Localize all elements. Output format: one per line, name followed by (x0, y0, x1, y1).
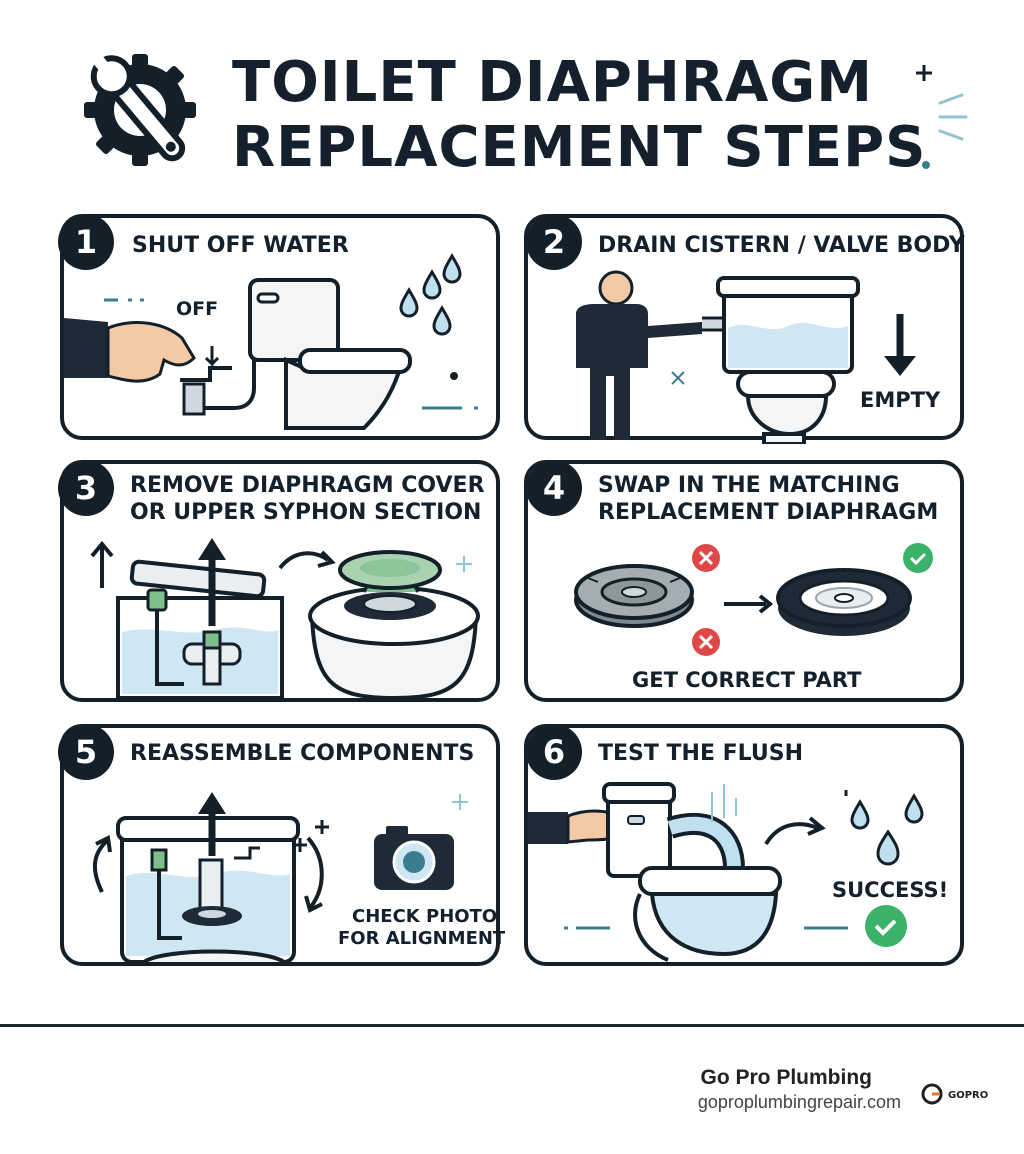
step-6-badge: 6 (526, 724, 582, 780)
remove-cover-illustration (90, 538, 480, 701)
correct-part-label: GET CORRECT PART (632, 668, 862, 692)
footer-divider (0, 1024, 1024, 1027)
swap-diaphragm-illustration (574, 543, 933, 656)
step-1-card: OFF (60, 214, 500, 440)
title-area: TOILET DIAPHRAGM REPLACEMENT STEPS (0, 0, 1024, 200)
step-4-title-line2: REPLACEMENT DIAPHRAGM (598, 500, 939, 525)
logo-text: GOPRO (948, 1090, 988, 1101)
step-1-title: SHUT OFF WATER (132, 233, 349, 258)
drain-cistern-illustration (576, 270, 916, 444)
step-3-title-line1: REMOVE DIAPHRAGM COVER (130, 473, 485, 498)
footer-brand: Go Pro Plumbing (700, 1066, 873, 1089)
logo-mark-icon: GOPRO (921, 1083, 988, 1105)
empty-label: EMPTY (860, 388, 941, 412)
alignment-label: FOR ALIGNMENT (338, 928, 506, 949)
step-3-title-line2: OR UPPER SYPHON SECTION (130, 500, 482, 525)
gopro-logo: GOPRO (920, 1080, 1004, 1108)
step-3-badge: 3 (58, 460, 114, 516)
test-flush-illustration (528, 782, 924, 962)
step-5-title: REASSEMBLE COMPONENTS (130, 741, 475, 766)
step-6-title: TEST THE FLUSH (598, 741, 804, 766)
off-label: OFF (176, 298, 219, 320)
step-6-card: SUCCESS! (524, 724, 964, 966)
gear-wrench-icon (84, 54, 196, 166)
footer-site-link[interactable]: goproplumbingrepair.com (697, 1092, 901, 1112)
page-title-line1: TOILET DIAPHRAGM (232, 50, 873, 115)
step-4-card: GET CORRECT PART (524, 460, 964, 702)
shutoff-valve-illustration (64, 253, 478, 430)
page-title-line2: REPLACEMENT STEPS (232, 115, 927, 180)
step-4-badge: 4 (526, 460, 582, 516)
check-photo-label: CHECK PHOTO (352, 906, 498, 927)
step-1-badge: 1 (58, 214, 114, 270)
sparkle-decoration (916, 65, 968, 169)
step-4-title-line1: SWAP IN THE MATCHING (598, 473, 900, 498)
step-2-card: EMPTY (524, 214, 964, 444)
step-5-card: CHECK PHOTO FOR ALIGNMENT (60, 724, 505, 966)
step-2-title: DRAIN CISTERN / VALVE BODY (598, 233, 965, 258)
step-3-card (60, 460, 500, 702)
step-2-badge: 2 (526, 214, 582, 270)
step-5-badge: 5 (58, 724, 114, 780)
success-label: SUCCESS! (832, 878, 949, 902)
reassemble-illustration (92, 792, 468, 964)
